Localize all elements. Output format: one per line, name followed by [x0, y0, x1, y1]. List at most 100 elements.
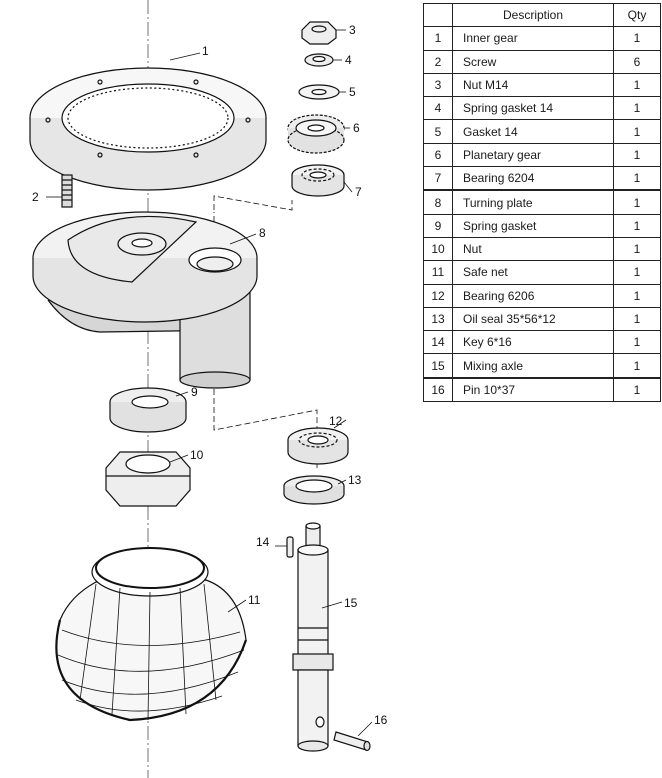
cell-number: 2 — [423, 49, 453, 74]
cell-qty: 1 — [613, 72, 661, 98]
cell-qty: 1 — [613, 189, 661, 215]
nut-m14 — [301, 21, 337, 45]
gasket-14 — [298, 84, 340, 100]
cell-number: 8 — [423, 189, 453, 215]
header-description: Description — [452, 2, 614, 28]
key — [286, 536, 294, 558]
cell-description: Key 6*16 — [452, 330, 614, 355]
cell-description: Bearing 6206 — [452, 283, 614, 308]
cell-qty: 1 — [613, 330, 661, 355]
callout-5: 5 — [349, 85, 356, 99]
spring-gasket — [109, 387, 187, 433]
cell-number: 10 — [423, 236, 453, 262]
cell-qty: 1 — [613, 306, 661, 332]
cell-description: Mixing axle — [452, 353, 614, 379]
spring-gasket-14 — [304, 53, 334, 67]
cell-number: 11 — [423, 260, 453, 285]
cell-qty: 1 — [613, 213, 661, 238]
cell-description: Oil seal 35*56*12 — [452, 306, 614, 332]
callout-16: 16 — [374, 713, 388, 727]
callout-3: 3 — [349, 23, 356, 37]
cell-number: 4 — [423, 96, 453, 121]
callout-10: 10 — [190, 448, 204, 462]
cell-description: Gasket 14 — [452, 119, 614, 144]
header-qty: Qty — [613, 2, 661, 28]
cell-qty: 1 — [613, 260, 661, 285]
cell-description: Pin 10*37 — [452, 376, 614, 403]
oil-seal — [283, 475, 345, 505]
cell-description: Nut — [452, 236, 614, 262]
callout-13: 13 — [348, 473, 362, 487]
cell-number: 1 — [423, 26, 453, 51]
cell-number: 5 — [423, 119, 453, 144]
cell-description: Bearing 6204 — [452, 166, 614, 191]
cell-qty: 1 — [613, 283, 661, 308]
header-number — [423, 2, 453, 28]
cell-qty: 1 — [613, 236, 661, 262]
cell-number: 14 — [423, 330, 453, 355]
turning-plate — [32, 211, 258, 389]
bearing-6206 — [287, 427, 349, 465]
cell-qty: 1 — [613, 353, 661, 379]
cell-number: 12 — [423, 283, 453, 308]
callout-1: 1 — [202, 44, 209, 58]
bearing-6204 — [291, 164, 345, 197]
callout-6: 6 — [353, 121, 360, 135]
cell-qty: 1 — [613, 26, 661, 51]
callout-labels: 1 2 3 4 5 6 7 8 9 10 11 12 13 14 15 16 — [32, 23, 388, 727]
planetary-gear — [287, 114, 345, 154]
cell-description: Safe net — [452, 260, 614, 285]
callout-4: 4 — [345, 53, 352, 67]
nut — [105, 451, 191, 507]
cell-description: Spring gasket — [452, 213, 614, 238]
cell-description: Nut M14 — [452, 72, 614, 98]
cell-description: Turning plate — [452, 189, 614, 215]
cell-qty: 6 — [613, 49, 661, 74]
callout-12: 12 — [329, 414, 343, 428]
cell-number: 6 — [423, 142, 453, 168]
callout-8: 8 — [259, 226, 266, 240]
callout-14: 14 — [256, 535, 270, 549]
safe-net — [55, 547, 248, 722]
cell-description: Planetary gear — [452, 142, 614, 168]
callout-15: 15 — [344, 596, 358, 610]
callout-9: 9 — [191, 385, 198, 399]
cell-number: 3 — [423, 72, 453, 98]
cell-qty: 1 — [613, 166, 661, 191]
cell-description: Inner gear — [452, 26, 614, 51]
cell-qty: 1 — [613, 119, 661, 144]
cell-number: 13 — [423, 306, 453, 332]
callout-7: 7 — [355, 185, 362, 199]
cell-number: 7 — [423, 166, 453, 191]
inner-gear — [29, 67, 267, 191]
cell-number: 9 — [423, 213, 453, 238]
callout-2: 2 — [32, 190, 39, 204]
cell-description: Spring gasket 14 — [452, 96, 614, 121]
mixing-axle — [292, 522, 334, 752]
table-header-row: Description Qty — [423, 2, 661, 28]
cell-qty: 1 — [613, 376, 661, 403]
cell-description: Screw — [452, 49, 614, 74]
callout-11: 11 — [248, 593, 261, 607]
cell-number: 15 — [423, 353, 453, 379]
exploded-diagram: 1 2 3 4 5 6 7 8 9 10 11 12 13 14 15 16 — [29, 0, 388, 778]
screw — [61, 174, 73, 208]
pin — [333, 731, 371, 752]
